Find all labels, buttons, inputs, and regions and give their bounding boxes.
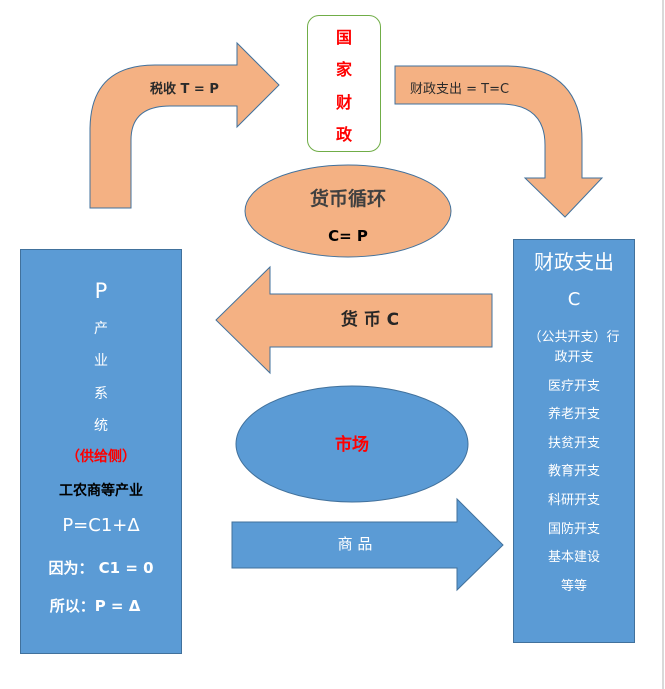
money-circulation-title: 货币循环 [309, 188, 386, 210]
spending-item: 医疗开支 [547, 379, 600, 394]
tax-arrow [89, 41, 280, 209]
market-label: 市场 [335, 435, 369, 455]
supply-side-label: （供给侧） [66, 449, 136, 465]
gov-char-1: 国 [335, 28, 352, 47]
spending-item: 国防开支 [547, 522, 600, 537]
spending-panel-title: 财政支出 [534, 250, 614, 274]
gov-char-2: 家 [335, 60, 352, 79]
spending-symbol: C [567, 289, 581, 310]
fiscal-spending-panel: 财政支出 C （公共开支）行 政开支 医疗开支 养老开支 扶贫开支 教育开支 科… [513, 239, 635, 643]
market-ellipse [235, 385, 469, 503]
industry-symbol: P [94, 279, 108, 303]
therefore-statement: 所以：P = Δ [49, 597, 141, 615]
spending-item: 养老开支 [547, 407, 600, 422]
industry-char-1: 产 [94, 321, 108, 337]
national-finance-box: 国 家 财 政 [307, 15, 381, 152]
industry-char-2: 业 [94, 353, 108, 369]
spending-item: 教育开支 [547, 464, 600, 479]
spending-item: （公共开支）行 [528, 330, 620, 345]
industry-char-3: 系 [94, 386, 108, 402]
spending-item: 基本建设 [547, 550, 600, 565]
goods-arrow-label: 商 品 [337, 535, 373, 553]
spending-arrow [394, 65, 604, 218]
industries-label: 工农商等产业 [59, 483, 143, 499]
goods-arrow [231, 497, 504, 592]
tax-arrow-label: 税收 T = P [150, 82, 219, 97]
gov-char-4: 政 [335, 125, 352, 144]
industry-char-4: 统 [94, 418, 108, 434]
spending-arrow-label: 财政支出 = T=C [410, 82, 510, 97]
spending-item: 政开支 [554, 350, 594, 365]
gov-char-3: 财 [335, 93, 352, 112]
spending-item: 科研开支 [547, 493, 600, 508]
industry-system-panel: P 产 业 系 统 （供给侧） 工农商等产业 P=C1+Δ 因为： C1 = 0… [20, 249, 182, 654]
spending-item: 等等 [560, 579, 587, 594]
money-arrow-label: 货 币 C [340, 310, 400, 330]
industry-equation: P=C1+Δ [62, 515, 140, 536]
money-circulation-formula: C= P [328, 227, 368, 245]
spending-item: 扶贫开支 [547, 436, 600, 451]
money-circulation-ellipse [244, 164, 452, 258]
page-edge-line [662, 0, 664, 689]
money-arrow [215, 265, 493, 375]
because-statement: 因为： C1 = 0 [48, 559, 154, 577]
